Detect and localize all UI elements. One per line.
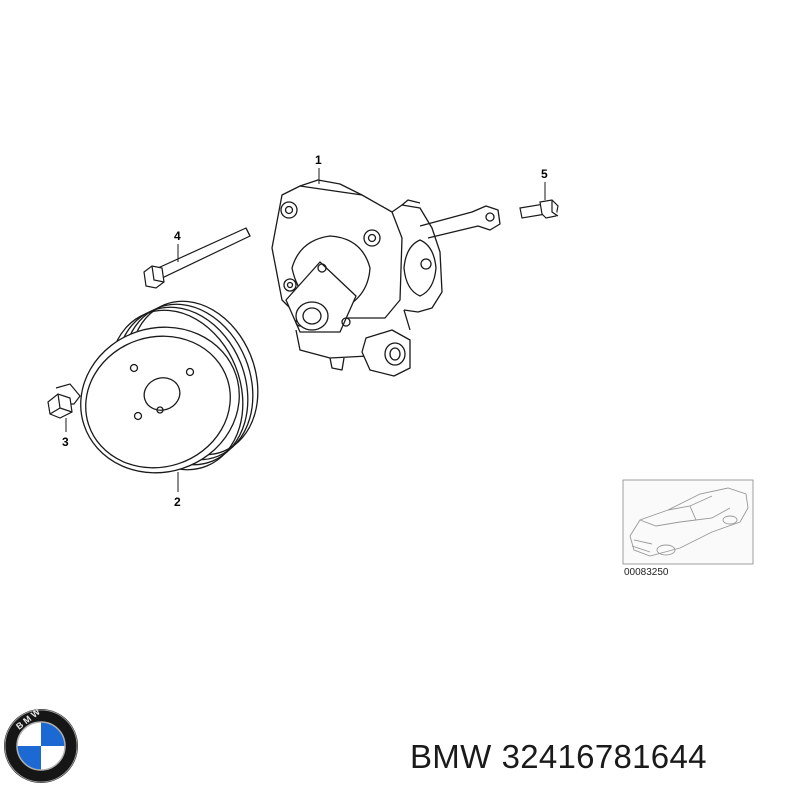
callout-3: 3	[62, 435, 69, 449]
diagram-reference-code: 00083250	[624, 567, 669, 578]
long-bolt[interactable]	[143, 227, 251, 289]
car-icon	[629, 487, 749, 557]
callout-2: 2	[174, 495, 181, 509]
bmw-logo-icon: B M W	[4, 706, 78, 783]
brand-name: BMW	[410, 738, 492, 775]
vehicle-thumbnail[interactable]: 00083250	[622, 479, 754, 578]
pulley-bolt[interactable]	[47, 383, 81, 419]
callout-5: 5	[541, 167, 548, 181]
bracket-bolt[interactable]	[519, 199, 559, 219]
pulley[interactable]	[62, 282, 280, 493]
leader-lines	[65, 168, 546, 492]
power-steering-pump[interactable]	[271, 179, 501, 377]
callout-4: 4	[174, 229, 181, 243]
callout-1: 1	[315, 153, 322, 167]
part-number: 32416781644	[501, 738, 707, 775]
